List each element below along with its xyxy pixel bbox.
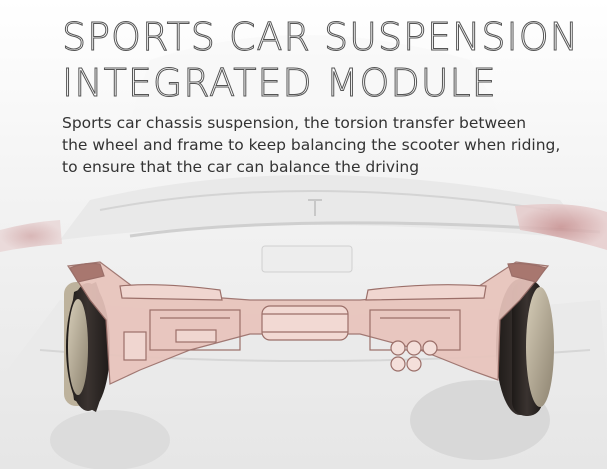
- description-line-3: to ensure that the car can balance the d…: [62, 158, 420, 176]
- chassis-frame: [66, 261, 550, 385]
- headline-line-1: SPORTS CAR SUSPENSION: [61, 15, 580, 60]
- description-line-2: the wheel and frame to keep balancing th…: [62, 136, 561, 154]
- headline-line-2: INTEGRATED MODULE: [61, 61, 497, 106]
- description: Sports car chassis suspension, the torsi…: [62, 112, 602, 178]
- right-wheel: [496, 279, 554, 416]
- left-wheel: [64, 282, 110, 412]
- description-line-1: Sports car chassis suspension, the torsi…: [62, 114, 527, 132]
- headline: SPORTS CAR SUSPENSION INTEGRATED MODULE: [61, 14, 580, 106]
